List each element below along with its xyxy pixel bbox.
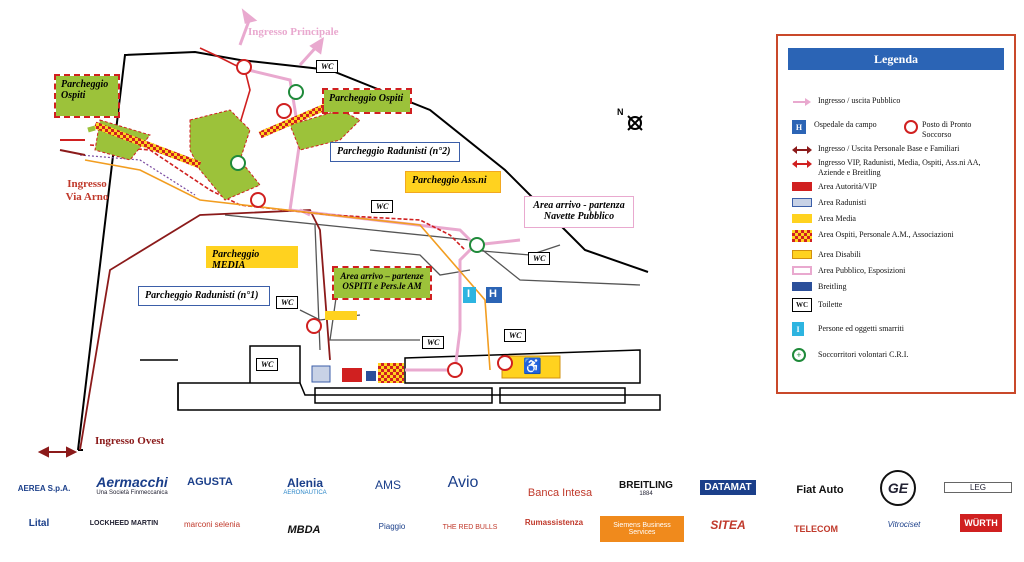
legend-item: Area Pubblico, Esposizioni xyxy=(792,266,998,276)
staff-route-ovest xyxy=(79,209,331,451)
info-i-label: I xyxy=(467,288,471,300)
legend-panel: Legenda Ingresso / uscita Pubblico H Osp… xyxy=(776,34,1016,394)
parcheggio-radunisti-2: Parcheggio Radunisti (n°2) xyxy=(330,142,460,162)
legend-item: + Soccorritori volontari C.R.I. xyxy=(792,348,998,362)
info-icon: I xyxy=(792,322,804,336)
darkred-arrow-icon xyxy=(792,144,812,156)
area-navette: Area arrivo - partenza Navette Pubblico xyxy=(524,196,634,228)
sponsor-logo: AEREA S.p.A. xyxy=(17,484,71,493)
legend-item: Ingresso / uscita Pubblico xyxy=(792,96,998,108)
principale-arrows xyxy=(238,8,325,67)
entrance-principale-label: Ingresso Principale xyxy=(248,26,339,38)
guests-area xyxy=(378,363,404,383)
info-marker xyxy=(463,287,476,303)
airfield-map: N xyxy=(37,8,661,458)
sponsor-logo: Banca Intesa xyxy=(527,487,593,499)
legend-title: Legenda xyxy=(788,48,1004,70)
parcheggio-ospiti-right: Parcheggio Ospiti xyxy=(322,88,412,114)
yellow-box-icon xyxy=(792,214,812,223)
legend-item: Area Autorità/VIP xyxy=(792,182,998,192)
media-area xyxy=(325,311,357,320)
green-cross-icon: + xyxy=(792,348,806,362)
sponsor-logo: Aermacchi Una Società Finmeccanica xyxy=(96,474,168,496)
legend-item: Area Media xyxy=(792,214,998,224)
sponsor-logo: Fiat Auto xyxy=(796,484,844,496)
sponsor-logo: SITEA xyxy=(710,518,746,532)
hospital-marker xyxy=(486,287,502,303)
wc-marker: WC xyxy=(422,336,445,349)
wc-marker: WC xyxy=(528,252,551,265)
parcheggio-media: Parcheggio MEDIA xyxy=(206,246,298,271)
sponsor-logo: Piaggio xyxy=(378,522,406,531)
sponsor-logo: AGUSTA xyxy=(187,476,233,488)
entrance-ovest-label: Ingresso Ovest xyxy=(95,435,165,447)
ovest-arrow xyxy=(37,446,78,458)
wc-marker: WC xyxy=(256,358,279,371)
legend-item: Area Disabili xyxy=(792,250,998,260)
sponsor-logo: MBDA xyxy=(287,524,321,536)
sponsor-logo: WÜRTH xyxy=(960,514,1002,532)
pink-box-icon xyxy=(792,266,812,275)
wc-marker: WC xyxy=(504,329,527,342)
sponsor-logo: THE RED BULLS xyxy=(442,524,498,531)
runway xyxy=(140,345,661,411)
ge-logo: GE xyxy=(880,470,916,506)
legend-item: Area Radunisti xyxy=(792,198,998,208)
legend-item: WC Toilette xyxy=(792,298,998,312)
sponsor-logo: LOCKHEED MARTIN xyxy=(89,520,159,527)
sponsor-logo: Vitrociset xyxy=(887,520,921,529)
pink-arrow-icon xyxy=(792,96,812,108)
purple-route xyxy=(79,154,196,196)
sponsor-logo: Rumassistenza xyxy=(524,518,584,527)
sponsor-logo: LEG xyxy=(944,482,1012,493)
cri-posts xyxy=(230,84,485,253)
first-aid-posts xyxy=(236,59,513,378)
legend-item: Area Ospiti, Personale A.M., Associazion… xyxy=(792,230,998,242)
radunisti-area xyxy=(311,365,331,383)
sponsor-logo: marconi selenia xyxy=(183,520,241,529)
sponsor-logo: Siemens Business Services xyxy=(600,516,684,542)
guest-corridor xyxy=(93,121,202,169)
sponsor-logo: BREITLING 1884 xyxy=(619,480,673,497)
north-indicator-icon xyxy=(627,115,643,131)
wheelchair-icon: ♿ xyxy=(523,358,542,375)
parcheggio-assni: Parcheggio Ass.ni xyxy=(405,171,501,193)
wc-marker: WC xyxy=(276,296,299,309)
sponsor-logo: Lital xyxy=(28,518,50,529)
wc-marker: WC xyxy=(316,60,339,73)
wc-marker: WC xyxy=(371,200,394,213)
parcheggio-radunisti-1: Parcheggio Radunisti (n°1) xyxy=(138,286,270,306)
sponsor-logo: Alenia AERONAUTICA xyxy=(283,476,327,496)
red-box-icon xyxy=(792,182,812,191)
sponsor-logo: Avio xyxy=(447,474,479,491)
parcheggio-ospiti-left: Parcheggio Ospiti xyxy=(54,74,120,118)
orange-route xyxy=(84,159,491,371)
legend-item: Ingresso / Uscita Personale Base e Famil… xyxy=(792,144,998,156)
hospital-h-label: H xyxy=(489,288,497,300)
area-ospiti-am: Area arrivo – partenze OSPITI e Pers.le … xyxy=(332,266,432,300)
first-aid-icon xyxy=(904,120,918,134)
wc-icon: WC xyxy=(792,298,812,312)
legend-item: Ingresso VIP, Radunisti, Media, Ospiti, … xyxy=(792,158,998,178)
orange-box-icon xyxy=(792,250,812,259)
legend-item: H Ospedale da campo Posto di Pronto Socc… xyxy=(792,120,1002,140)
red-arrow-icon xyxy=(792,158,812,170)
entrance-via-arno-label: Ingresso Via Arno xyxy=(65,178,109,203)
legend-item: Breitling xyxy=(792,282,998,292)
guest-corridor-2 xyxy=(258,101,332,139)
breitling-area xyxy=(366,371,376,381)
vip-area xyxy=(342,368,362,382)
sponsor-logo: TELECOM xyxy=(794,524,838,534)
sponsor-logo: DATAMAT xyxy=(700,480,756,495)
checker-box-icon xyxy=(792,230,812,242)
north-letter: N xyxy=(617,107,624,117)
hospital-icon: H xyxy=(792,120,806,134)
sponsor-logo: AMS xyxy=(374,478,401,492)
via-arno-arrows xyxy=(59,125,96,156)
lightblue-box-icon xyxy=(792,198,812,207)
blue-box-icon xyxy=(792,282,812,291)
legend-item: I Persone ed oggetti smarriti xyxy=(792,322,998,336)
internal-roads xyxy=(224,214,641,351)
guest-parking-zones xyxy=(94,109,361,201)
